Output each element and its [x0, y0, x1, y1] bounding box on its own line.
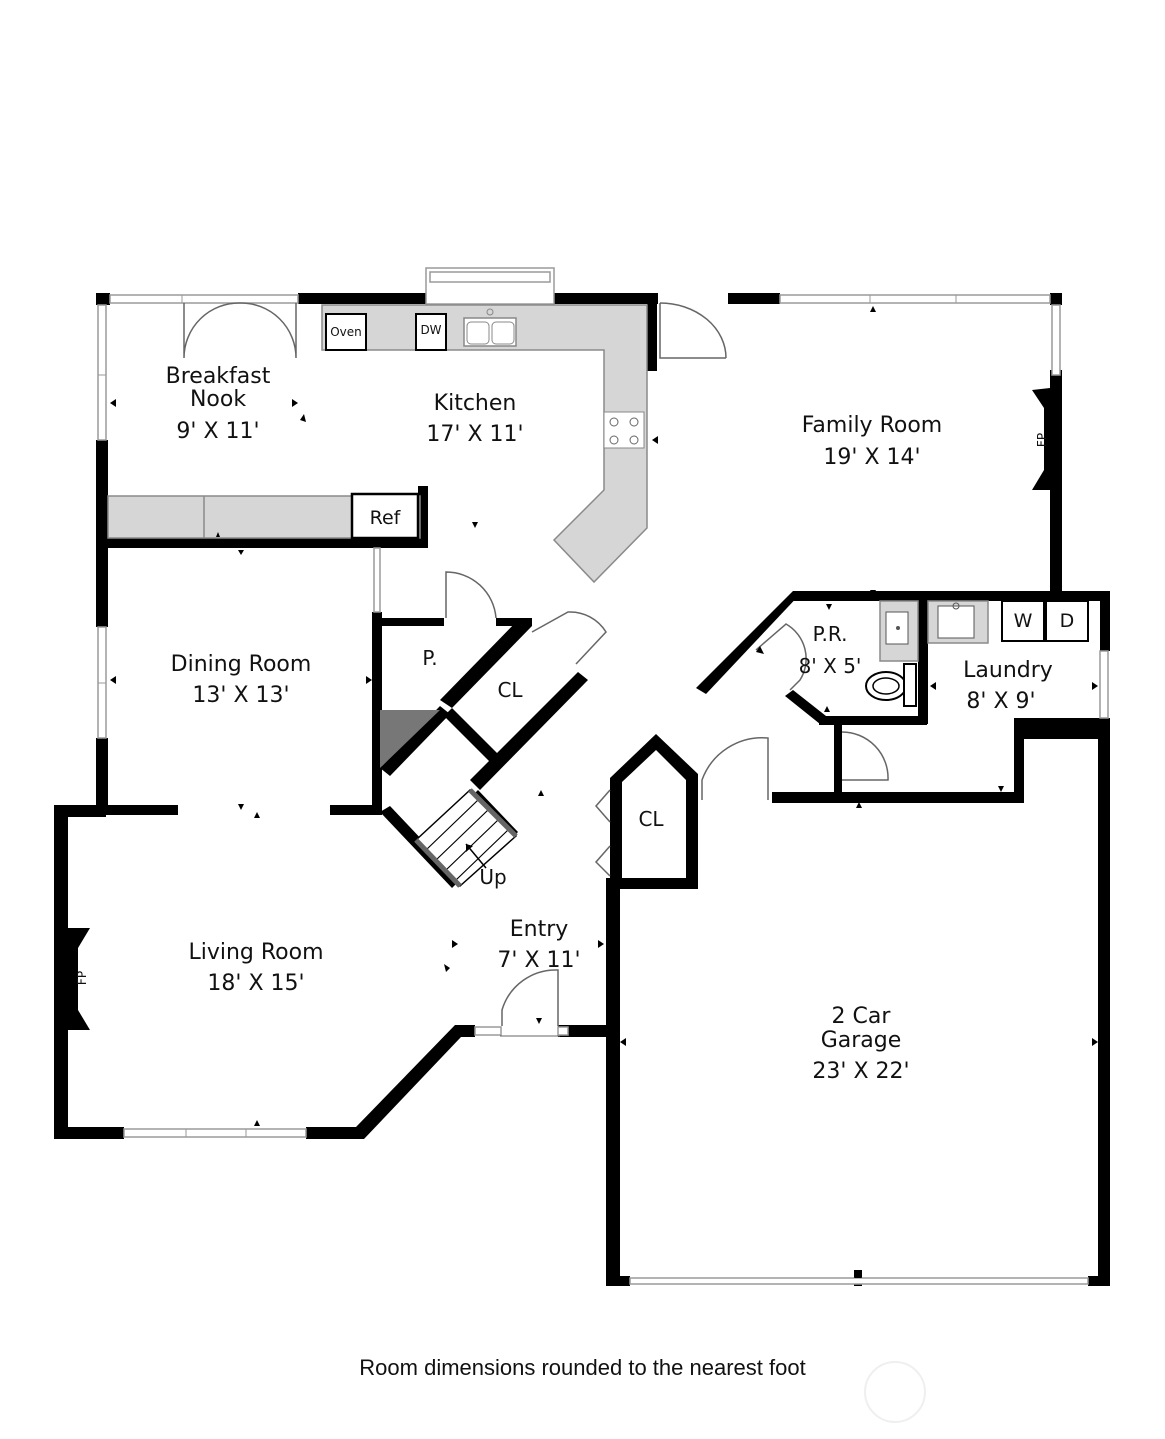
room-labels: Breakfast Nook 9' X 11' Kitchen 17' X 11… [166, 364, 1053, 1084]
oven-label: Oven [330, 325, 362, 339]
laundry-name: Laundry [963, 658, 1053, 683]
footnote: Room dimensions rounded to the nearest f… [359, 1355, 806, 1380]
entry-dims: 7' X 11' [497, 948, 580, 973]
family-room-name: Family Room [802, 413, 942, 438]
dishwasher-label: DW [420, 323, 441, 337]
fixtures [68, 308, 1050, 1030]
dishwasher-box [415, 313, 447, 351]
washer-box [1001, 600, 1045, 642]
closet-stair-name: CL [497, 678, 523, 702]
kitchen-name: Kitchen [434, 391, 517, 416]
family-room-dims: 19' X 14' [823, 445, 920, 470]
breakfast-nook-dims: 9' X 11' [176, 419, 259, 444]
counters [107, 304, 989, 662]
kitchen-dims: 17' X 11' [426, 422, 523, 447]
dryer-box [1045, 600, 1089, 642]
powder-room-name: P.R. [813, 622, 848, 646]
dining-room-name: Dining Room [171, 652, 312, 677]
dimension-ticks [68, 306, 1098, 1278]
pantry-name: P. [422, 646, 437, 670]
breakfast-nook-name-1: Breakfast [166, 364, 271, 389]
entry-name: Entry [510, 917, 569, 942]
garage-name-2: Garage [821, 1028, 902, 1053]
washer-label: W [1014, 610, 1033, 632]
dryer-label: D [1060, 610, 1075, 632]
appliances: Oven DW Ref W D [325, 313, 1089, 642]
living-room-name: Living Room [188, 940, 323, 965]
closet-entry-name: CL [638, 807, 664, 831]
laundry-dims: 8' X 9' [966, 689, 1035, 714]
refrigerator-label: Ref [370, 507, 402, 529]
watermark-logo [864, 1361, 926, 1423]
stairs-label: Up [479, 865, 506, 889]
breakfast-nook-name-2: Nook [190, 387, 246, 412]
dining-room-dims: 13' X 13' [192, 683, 289, 708]
garage-dims: 23' X 22' [812, 1059, 909, 1084]
fireplace-label-living: FP [75, 971, 89, 985]
garage-name-1: 2 Car [832, 1004, 892, 1029]
oven-box [325, 313, 367, 351]
doors [183, 302, 889, 1037]
living-room-dims: 18' X 15' [207, 971, 304, 996]
fireplace-label-family: FP [1035, 433, 1049, 447]
refrigerator-box [350, 492, 420, 540]
powder-room-dims: 8' X 5' [799, 654, 862, 678]
